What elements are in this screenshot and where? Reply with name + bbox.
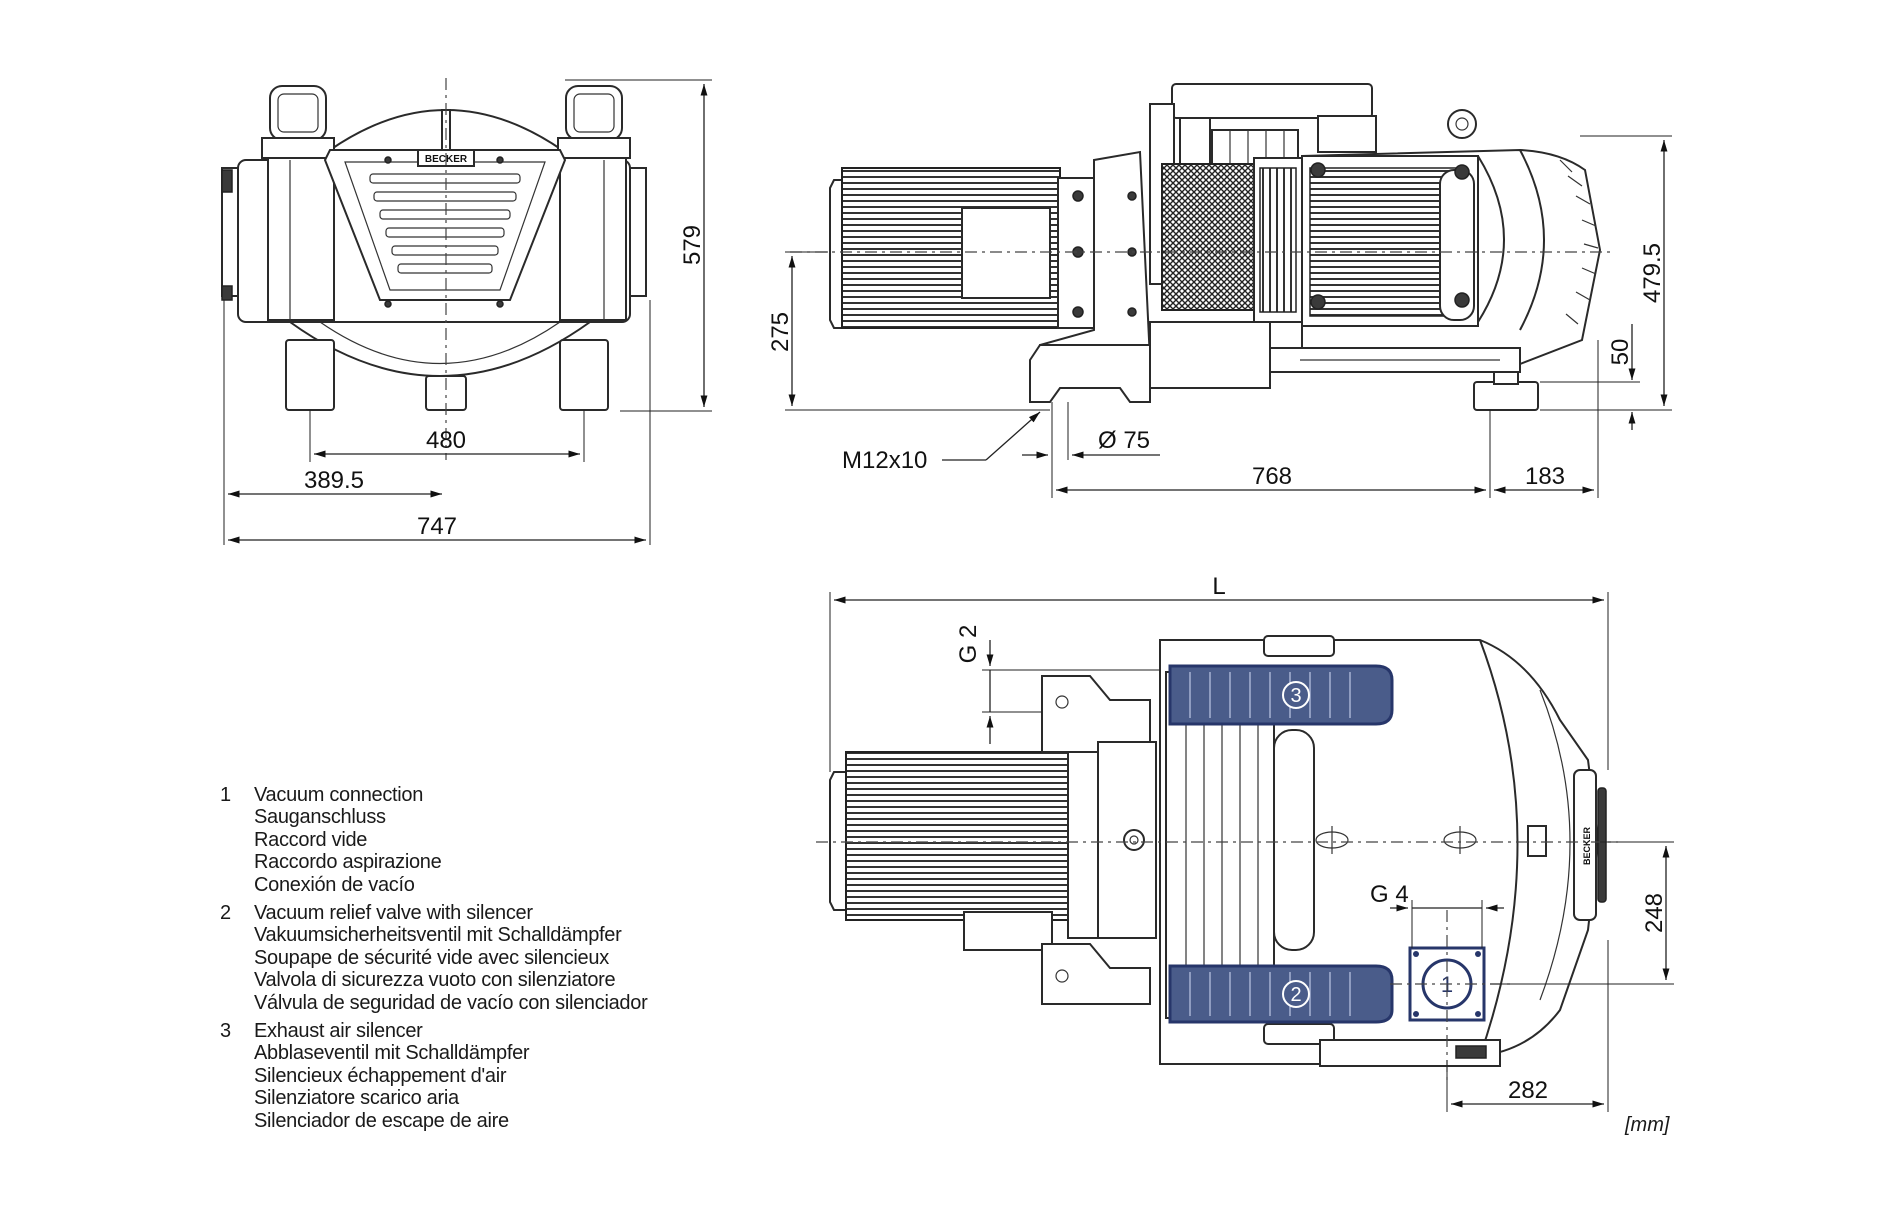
top-lower-bracket xyxy=(1041,943,1151,1005)
callout-3-label: 3 xyxy=(1290,685,1301,707)
top-brand-strip xyxy=(1573,769,1597,921)
callout-2-label: 2 xyxy=(1290,984,1301,1006)
dim-top-g4: G 4 xyxy=(1370,881,1409,908)
dim-side-foot-height: 50 xyxy=(1607,339,1634,366)
front-left-foot xyxy=(285,339,335,411)
dim-front-foot-span: 480 xyxy=(426,427,466,454)
legend-line-fr: Raccord vide xyxy=(254,828,368,851)
side-view xyxy=(790,83,1610,411)
legend-line-fr: Silencieux échappement d'air xyxy=(254,1064,507,1087)
legend-line-it: Raccordo aspirazione xyxy=(254,851,442,874)
top-motor-terminal-box xyxy=(963,911,1053,951)
legend-item-2: 2 Vacuum relief valve with silencer Vaku… xyxy=(220,902,740,1014)
legend-item-1: 1 Vacuum connection Sauganschluss Raccor… xyxy=(220,784,740,896)
legend-number: 1 xyxy=(220,784,232,806)
legend-line-es: Válvula de seguridad de vacío con silenc… xyxy=(254,991,648,1014)
legend-line-en: Vacuum connection xyxy=(254,784,424,806)
side-rear-foot xyxy=(1473,381,1539,411)
dim-side-thread: M12x10 xyxy=(842,447,927,474)
front-grille-slots xyxy=(369,173,521,274)
dim-front-half-width: 389.5 xyxy=(304,467,364,494)
legend-number: 2 xyxy=(220,902,232,925)
legend: 1 Vacuum connection Sauganschluss Raccor… xyxy=(220,784,740,1138)
dim-side-rear-offset: 183 xyxy=(1525,463,1565,490)
relief-valve-silencer-2 xyxy=(1168,964,1394,1024)
callout-3-marker xyxy=(1282,681,1310,709)
dim-top-248: 248 xyxy=(1641,893,1668,933)
side-motor-endcap xyxy=(829,179,843,329)
legend-line-de: Vakuumsicherheitsventil mit Schalldämpfe… xyxy=(254,924,622,947)
legend-line-fr: Soupape de sécurité vide avec silencieux xyxy=(254,946,609,969)
top-motor-endcap xyxy=(829,771,847,911)
legend-item-3: 3 Exhaust air silencer Abblaseventil mit… xyxy=(220,1020,740,1132)
front-dimensions: 579 480 389.5 747 xyxy=(223,79,712,545)
top-brand-label: BECKER xyxy=(1582,827,1592,866)
side-eyebolt xyxy=(1447,109,1477,139)
side-dimensions: 275 479.5 50 768 183 Ø 75 M12x10 xyxy=(767,135,1672,498)
legend-line-es: Silenciador de escape de aire xyxy=(254,1109,509,1132)
front-grille-panel xyxy=(323,149,567,301)
legend-line-de: Abblaseventil mit Schalldämpfer xyxy=(254,1042,530,1065)
legend-line-de: Sauganschluss xyxy=(254,806,386,829)
legend-line-it: Valvola di sicurezza vuoto con silenziat… xyxy=(254,969,616,992)
dim-top-282: 282 xyxy=(1508,1077,1548,1104)
dim-side-axis-height: 275 xyxy=(767,312,794,352)
side-lower-block xyxy=(1149,321,1271,389)
dim-side-total-height: 479.5 xyxy=(1639,243,1666,303)
legend-line-es: Conexión de vacío xyxy=(254,873,415,896)
top-upper-bracket xyxy=(1041,675,1151,753)
dim-side-hole-diameter: Ø 75 xyxy=(1098,427,1150,454)
front-left-pillar xyxy=(267,157,335,321)
callout-2-marker xyxy=(1282,980,1310,1008)
dim-side-length: 768 xyxy=(1252,463,1292,490)
dim-top-length: L xyxy=(1212,573,1225,600)
dim-front-height: 579 xyxy=(679,225,706,265)
top-finned-section xyxy=(1165,671,1275,1019)
top-view: BECKER 3 2 1 xyxy=(816,635,1618,1080)
side-front-foot xyxy=(1029,344,1151,403)
front-right-pillar xyxy=(559,157,627,321)
legend-line-en: Exhaust air silencer xyxy=(254,1020,423,1043)
dim-top-g2: G 2 xyxy=(955,625,982,664)
side-motor-terminal-box xyxy=(961,207,1051,299)
side-silencer-mesh xyxy=(1161,163,1255,311)
dim-front-total-width: 747 xyxy=(417,513,457,540)
top-motor-fins xyxy=(845,751,1069,921)
top-dimensions: L G 2 G 4 248 282 xyxy=(829,573,1674,1112)
exhaust-silencer-3 xyxy=(1168,664,1394,726)
front-view: BECKER xyxy=(221,78,647,460)
legend-number: 3 xyxy=(220,1020,232,1043)
side-top-box xyxy=(1171,83,1373,119)
legend-line-it: Silenziatore scarico aria xyxy=(254,1087,459,1110)
legend-line-en: Vacuum relief valve with silencer xyxy=(254,902,533,925)
units-label: [mm] xyxy=(1625,1114,1670,1136)
front-right-foot xyxy=(559,339,609,411)
